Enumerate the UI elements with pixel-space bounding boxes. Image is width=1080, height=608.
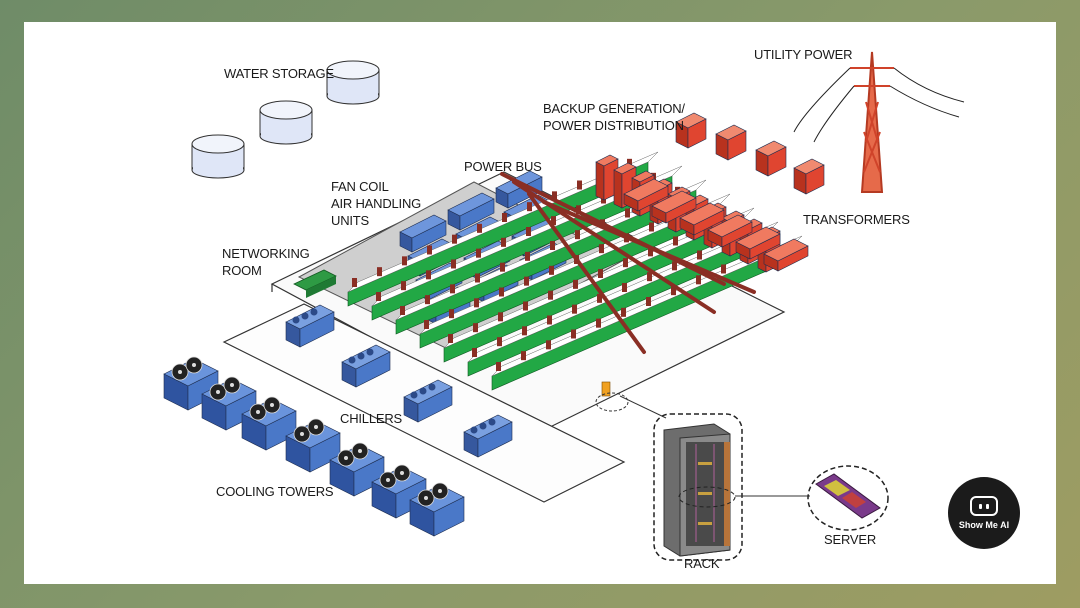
- generator-unit: [595, 154, 619, 201]
- label-power-bus: POWER BUS: [464, 159, 542, 174]
- chillers: [285, 304, 513, 458]
- distribution-unit: [707, 214, 753, 248]
- chiller-unit: [463, 414, 513, 458]
- distribution-unit: [679, 202, 725, 236]
- show-me-ai-badge[interactable]: Show Me AI: [948, 477, 1020, 549]
- distribution-unit: [623, 178, 669, 212]
- transformers: [675, 112, 825, 195]
- label-fan-coil-line2: AIR HANDLING: [331, 196, 422, 211]
- cooling-tower: [329, 442, 385, 497]
- label-rack: RACK: [684, 556, 720, 571]
- label-utility-power: UTILITY POWER: [754, 47, 853, 62]
- label-backup-line2: POWER DISTRIBUTION: [543, 118, 684, 133]
- label-backup-generation: BACKUP GENERATION/ POWER DISTRIBUTION: [543, 100, 685, 134]
- rack-callout-leader: [619, 395, 667, 419]
- label-networking-line1: NETWORKING: [222, 246, 310, 261]
- transformer-unit: [675, 112, 707, 149]
- label-fan-coil-line1: FAN COIL: [331, 179, 389, 194]
- water-tank: [191, 134, 245, 179]
- backup-generators: [595, 154, 809, 273]
- highlighted-rack: [601, 381, 611, 397]
- power-bus-line: [542, 200, 756, 294]
- transformer-unit: [755, 140, 787, 177]
- chiller-unit: [403, 379, 453, 423]
- distribution-unit: [651, 190, 697, 224]
- power-bus-main: [500, 172, 726, 286]
- label-fan-coil-line3: UNITS: [331, 213, 370, 228]
- power-lines: [793, 67, 965, 143]
- label-networking-room: NETWORKING ROOM: [222, 245, 310, 279]
- diagram-panel: WATER STORAGE UTILITY POWER BACKUP GENER…: [24, 22, 1056, 584]
- cooling-tower: [241, 396, 297, 451]
- label-backup-line1: BACKUP GENERATION/: [543, 101, 685, 116]
- label-cooling-towers: COOLING TOWERS: [216, 484, 334, 499]
- chiller-unit: [285, 304, 335, 348]
- server-callout-frame: [807, 465, 889, 531]
- distribution-unit: [763, 238, 809, 272]
- rack-callout-frame: [653, 413, 743, 561]
- water-tank: [259, 100, 313, 145]
- label-networking-line2: ROOM: [222, 263, 262, 278]
- server-callout-marker: [678, 486, 736, 508]
- cooling-tower: [371, 464, 427, 519]
- rack-illustration: [663, 423, 731, 557]
- distribution-unit: [735, 226, 781, 260]
- transformer-unit: [715, 124, 747, 161]
- rack-row: [347, 151, 659, 307]
- datacenter-illustration: [163, 51, 965, 561]
- label-server: SERVER: [824, 532, 877, 547]
- water-tank: [326, 60, 380, 105]
- rack-callout-marker: [595, 392, 629, 412]
- robot-face-icon: [970, 496, 998, 516]
- label-fan-coil: FAN COIL AIR HANDLING UNITS: [331, 178, 421, 229]
- label-transformers: TRANSFORMERS: [803, 212, 910, 227]
- power-bus-line: [527, 192, 646, 354]
- fan-coil-unit: [399, 214, 447, 253]
- water-storage-tanks: [191, 60, 380, 179]
- cooling-towers: [163, 356, 465, 537]
- cooling-tower: [409, 482, 465, 537]
- power-bus: [500, 172, 756, 354]
- cooling-tower: [163, 356, 219, 411]
- rack-row: [395, 179, 707, 335]
- fan-coil-unit: [447, 192, 495, 231]
- networking-room-equipment: [293, 269, 337, 298]
- badge-text: Show Me AI: [958, 520, 1010, 530]
- label-chillers: CHILLERS: [340, 411, 402, 426]
- utility-power-tower: [850, 51, 894, 193]
- cooling-tower: [201, 376, 257, 431]
- server-illustration: [815, 473, 881, 519]
- label-water-storage: WATER STORAGE: [224, 66, 334, 81]
- chiller-unit: [341, 344, 391, 388]
- transformer-unit: [793, 158, 825, 195]
